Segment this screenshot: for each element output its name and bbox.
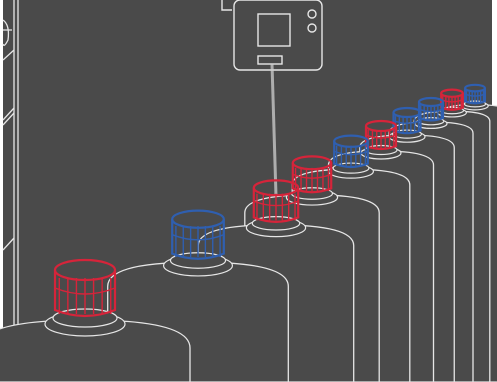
- bottle-inspection-illustration: [0, 0, 497, 382]
